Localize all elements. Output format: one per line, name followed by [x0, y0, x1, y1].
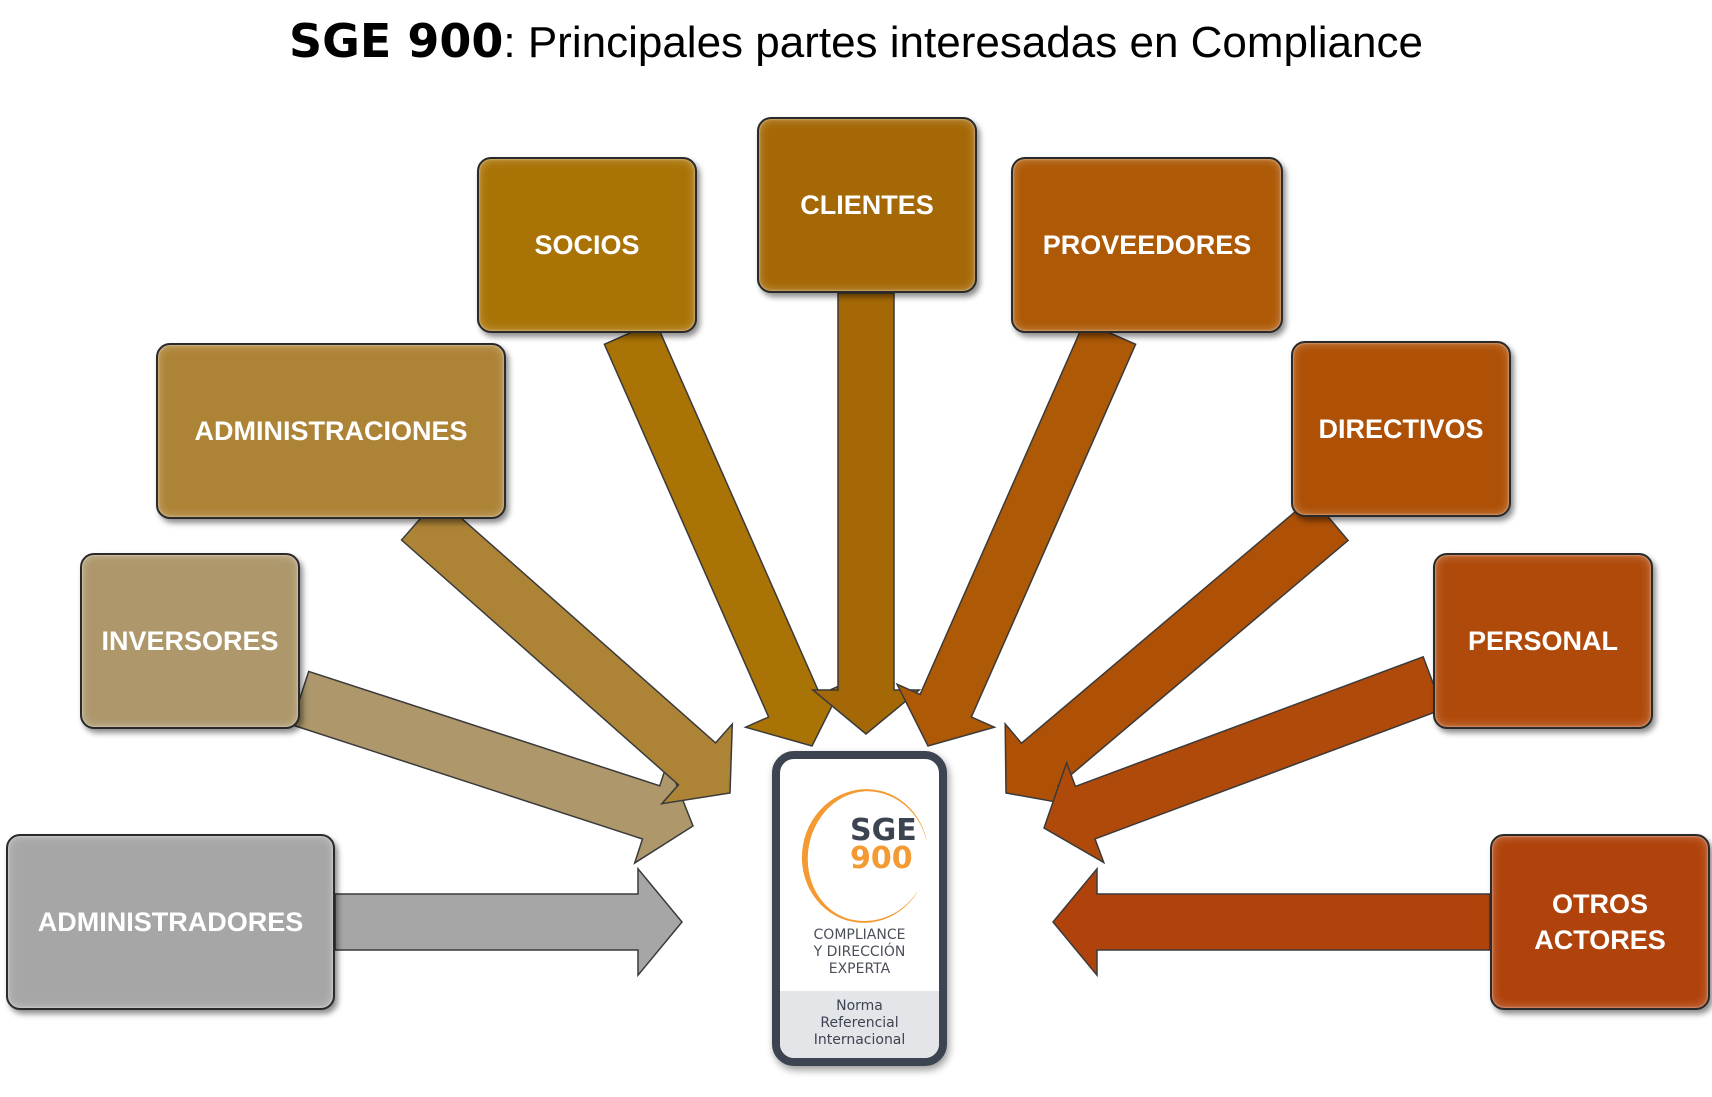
arrow-clientes — [810, 292, 922, 735]
node-proveedores: PROVEEDORES — [1011, 157, 1283, 333]
node-socios: SOCIOS — [477, 157, 697, 333]
node-inversores: INVERSORES — [80, 553, 300, 729]
node-personal: PERSONAL — [1433, 553, 1653, 729]
node-label: OTROS ACTORES — [1534, 889, 1666, 955]
node-label: INVERSORES — [101, 626, 279, 656]
arrow-administradores — [334, 866, 683, 978]
node-label: PROVEEDORES — [1042, 230, 1252, 260]
page-title: SGE 900: Principales partes interesadas … — [0, 14, 1712, 68]
arrow-proveedores — [895, 320, 1137, 747]
logo-mark-line2: 900 — [850, 841, 913, 876]
node-label: ADMINISTRACIONES — [194, 416, 468, 446]
arrow-administraciones — [400, 496, 734, 805]
sge900-logo: SGE 900 COMPLIANCE Y DIRECCIÓN EXPERTA N… — [772, 751, 947, 1066]
logo-tagline: COMPLIANCE Y DIRECCIÓN EXPERTA — [813, 927, 906, 977]
node-label: ADMINISTRADORES — [37, 907, 304, 937]
title-brand: SGE 900 — [289, 14, 504, 68]
node-label: CLIENTES — [800, 190, 934, 220]
node-directivos: DIRECTIVOS — [1291, 341, 1511, 517]
node-label: DIRECTIVOS — [1318, 414, 1484, 444]
arrow-directivos — [1004, 496, 1350, 807]
node-otros-actores: OTROS ACTORES — [1490, 834, 1710, 1010]
node-administradores: ADMINISTRADORES — [6, 834, 335, 1010]
node-label: SOCIOS — [534, 230, 640, 260]
title-text: : Principales partes interesadas en Comp… — [503, 18, 1423, 67]
arrow-otros-actores — [1052, 866, 1491, 978]
logo-footer: Norma Referencial Internacional — [780, 991, 939, 1058]
arrow-personal — [1043, 655, 1444, 865]
node-administraciones: ADMINISTRACIONES — [156, 343, 506, 519]
node-clientes: CLIENTES — [757, 117, 977, 293]
arrow-socios — [603, 320, 845, 747]
node-label: PERSONAL — [1467, 626, 1619, 656]
logo-mark-line1: SGE — [850, 813, 917, 848]
